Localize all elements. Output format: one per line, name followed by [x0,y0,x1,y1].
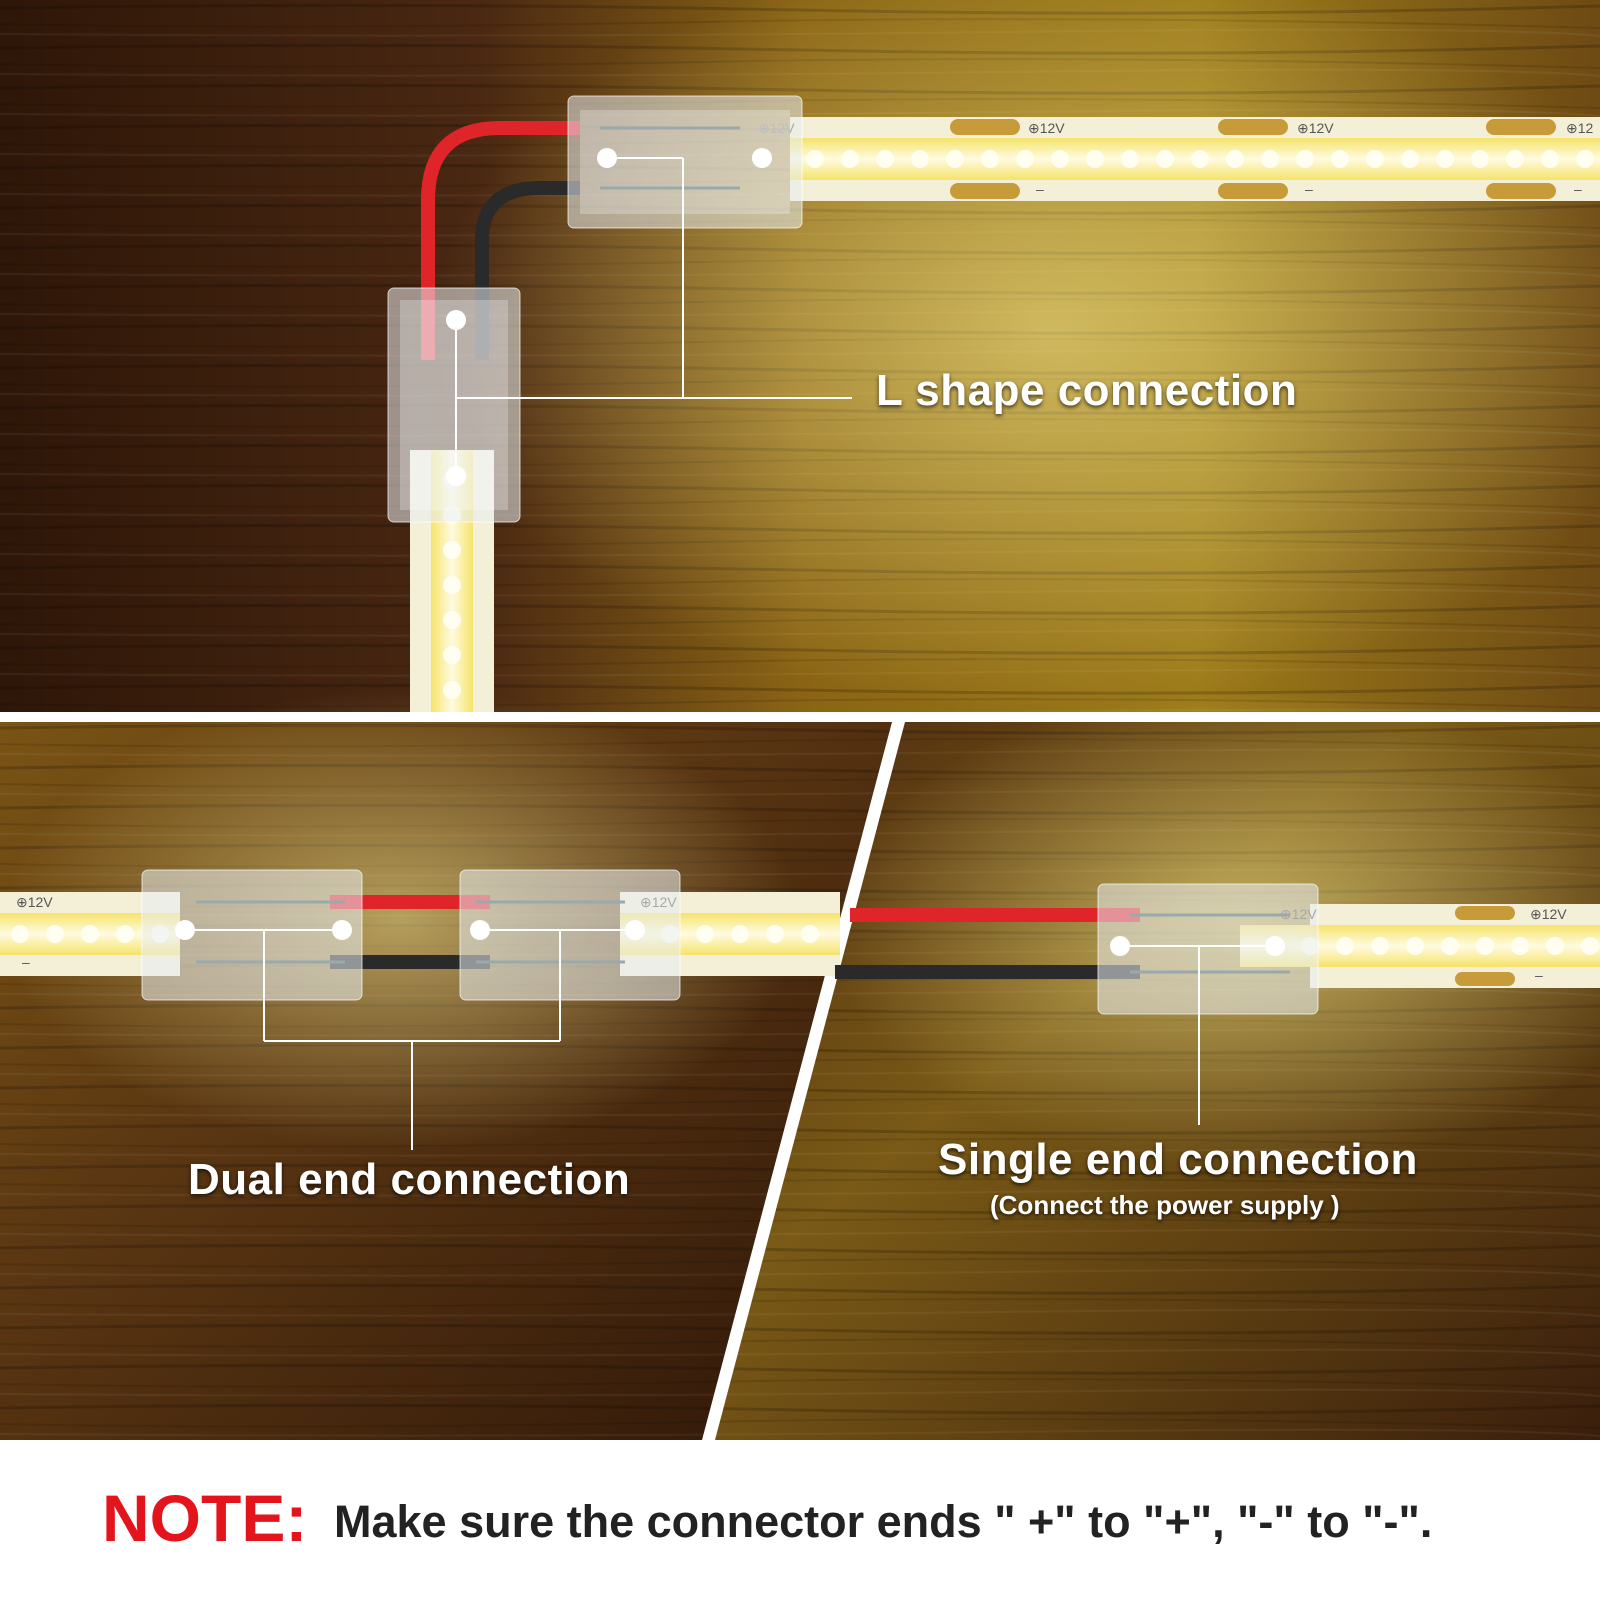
strip-mark-positive-cut: ⊕12 [1566,120,1594,136]
strip-mark-negative: – [1574,181,1582,197]
dual-callout-lines [185,929,635,1150]
strip-mark-positive: ⊕12V [16,894,53,910]
horizontal-divider [0,712,1600,722]
dual-end-connection-label: Dual end connection [188,1155,631,1204]
dual-callout-dots [175,920,645,940]
connector-clip-single [1097,883,1319,1015]
note-text: Make sure the connector ends " +" to "+"… [334,1496,1433,1547]
led-strip-single [1240,904,1600,988]
single-callout-lines [1120,945,1275,1125]
strip-mark-negative: – [1535,967,1543,983]
black-wire-l [475,181,580,360]
connector-clip-l-vertical [387,287,521,523]
diagonal-divider [702,722,902,1440]
strip-mark-positive: ⊕12V [1530,906,1567,922]
illustration-scene: ⊕12V ⊕12V ⊕12V ⊕12 – – – [0,0,1600,1440]
l-callout-lines [455,157,852,476]
l-shape-connection-label: L shape connection [876,366,1298,415]
connector-clip-dual-left [141,869,363,1001]
strip-mark-negative: – [1036,181,1044,197]
red-wire-l [421,121,580,360]
note-bar [0,1440,1600,1600]
strip-mark-positive: ⊕12V [1028,120,1065,136]
l-callout-dots [446,148,772,486]
single-callout-dots [1110,936,1285,956]
single-end-connection-label: Single end connection [938,1135,1418,1184]
note-label: NOTE: [102,1481,308,1555]
connector-clip-dual-right [459,869,681,1001]
strip-mark-negative: – [22,954,30,970]
led-strip-horizontal-top [790,117,1600,201]
single-end-connection-sublabel: (Connect the power supply ) [990,1190,1340,1220]
strip-mark-positive: ⊕12V [1297,120,1334,136]
strip-mark-negative: – [1305,181,1313,197]
